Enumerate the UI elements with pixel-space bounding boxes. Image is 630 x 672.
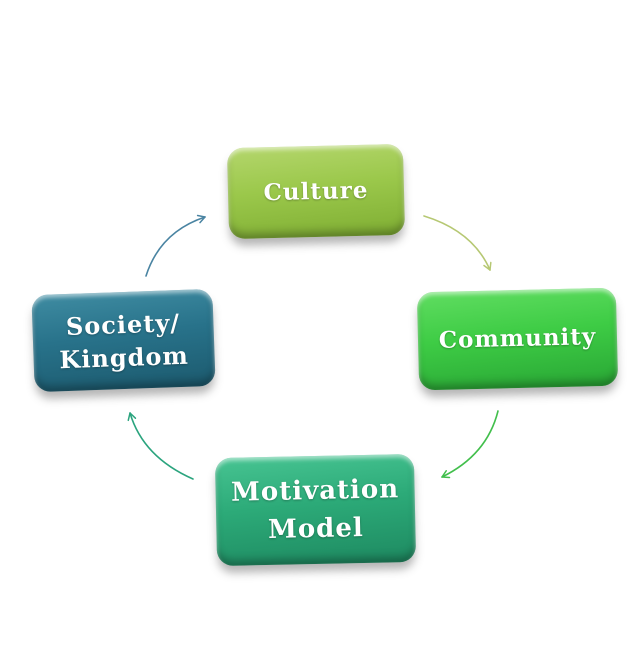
node-society-kingdom: Society/ Kingdom — [31, 288, 216, 393]
node-culture-label: Culture — [263, 176, 369, 207]
node-motivation-model-label-line1: Motivation — [230, 474, 400, 508]
node-society-kingdom-label-line2: Kingdom — [58, 340, 190, 374]
arrow-community-to-motivation — [441, 410, 499, 479]
node-culture-label-line: Culture — [263, 176, 369, 206]
node-community-label: Community — [438, 323, 596, 355]
node-society-kingdom-label: Society/ Kingdom — [58, 305, 190, 375]
node-motivation-model-label-line2: Model — [267, 512, 365, 545]
node-motivation-model: Motivation Model — [214, 453, 417, 567]
arrow-culture-to-community — [423, 215, 492, 271]
node-community: Community — [416, 287, 619, 391]
arrow-motivation-to-society — [127, 412, 194, 480]
arrow-society-to-culture — [145, 214, 206, 277]
node-motivation-model-label: Motivation Model — [231, 470, 401, 550]
node-culture: Culture — [226, 143, 406, 240]
node-society-kingdom-label-line1: Society/ — [65, 307, 181, 341]
node-community-label-line: Community — [438, 323, 597, 354]
